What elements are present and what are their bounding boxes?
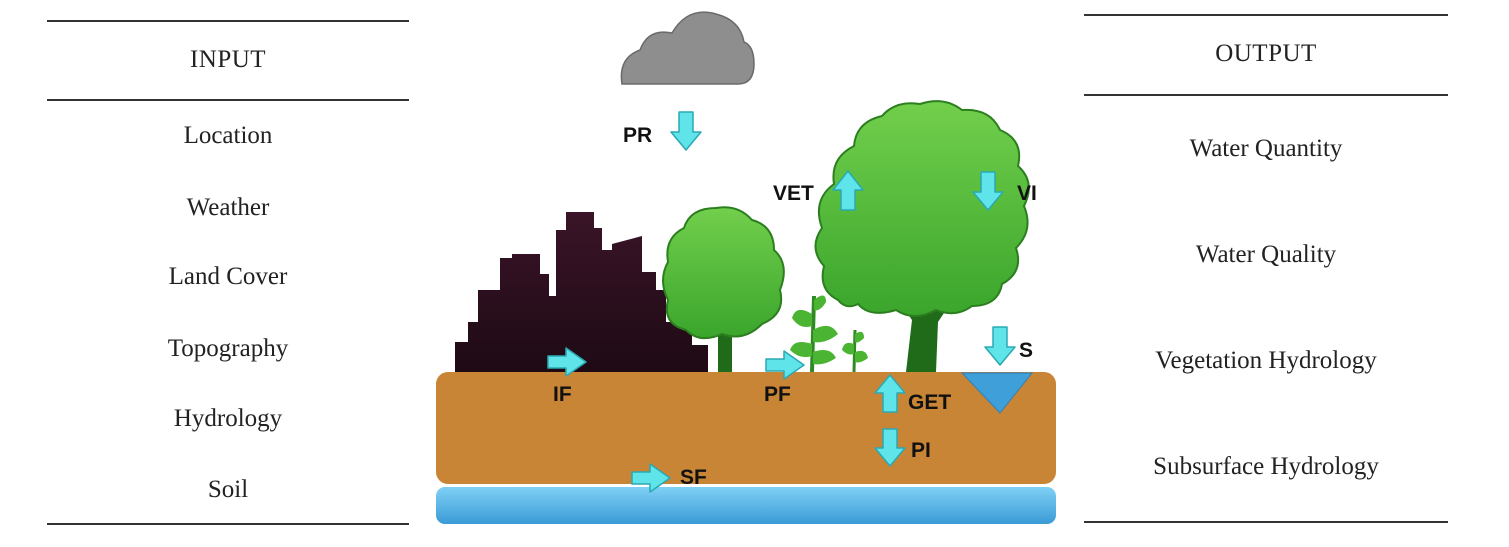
input-item-soil: Soil (207, 476, 249, 503)
label-pf: PF (764, 383, 791, 406)
input-item-location: Location (183, 122, 273, 149)
label-s: S (1019, 339, 1033, 362)
percolation-flow-arrow-icon (765, 350, 805, 380)
groundwater-layer (436, 487, 1056, 524)
output-item-water-quantity: Water Quantity (1189, 135, 1343, 162)
output-top-rule (1084, 14, 1448, 16)
label-get: GET (908, 391, 951, 414)
small-tree-canopy (662, 206, 785, 340)
input-item-hydrology: Hydrology (173, 405, 283, 432)
big-tree-canopy (814, 100, 1030, 317)
output-panel: OUTPUT Water Quantity Water Quality Vege… (1084, 0, 1448, 547)
vegetation-interception-arrow-icon (972, 171, 1004, 211)
surface-water-icon (960, 372, 1034, 414)
output-item-subsurface-hydrology: Subsurface Hydrology (1153, 453, 1379, 480)
city-skyline (455, 212, 708, 372)
input-panel: INPUT Location Weather Land Cover Topogr… (47, 0, 409, 547)
subsurface-flow-arrow-icon (631, 463, 671, 493)
label-pi: PI (911, 439, 931, 462)
output-header-rule (1084, 94, 1448, 96)
vegetation-et-arrow-icon (832, 170, 864, 211)
label-pr: PR (623, 124, 652, 147)
output-item-vegetation-hydrology: Vegetation Hydrology (1155, 347, 1377, 374)
infiltration-flow-arrow-icon (547, 347, 587, 377)
input-header-rule (47, 99, 409, 101)
groundwater-et-arrow-icon (874, 374, 906, 413)
soil-layer (436, 372, 1056, 484)
input-item-topography: Topography (167, 335, 289, 362)
surface-storage-arrow-icon (984, 326, 1016, 366)
output-bottom-rule (1084, 521, 1448, 523)
label-if: IF (553, 383, 572, 406)
label-vet: VET (773, 182, 814, 205)
input-header: INPUT (189, 46, 267, 73)
input-item-land-cover: Land Cover (168, 263, 288, 290)
percolation-infiltration-arrow-icon (874, 428, 906, 467)
input-bottom-rule (47, 523, 409, 525)
input-item-weather: Weather (186, 194, 270, 221)
output-header: OUTPUT (1215, 40, 1317, 67)
label-sf: SF (680, 466, 707, 489)
plant-icon (790, 295, 838, 373)
label-vi: VI (1017, 182, 1037, 205)
cloud-icon (620, 11, 755, 85)
small-plant-icon (842, 329, 868, 373)
input-top-rule (47, 20, 409, 22)
output-item-water-quality: Water Quality (1195, 241, 1337, 268)
precipitation-arrow-icon (670, 111, 702, 151)
